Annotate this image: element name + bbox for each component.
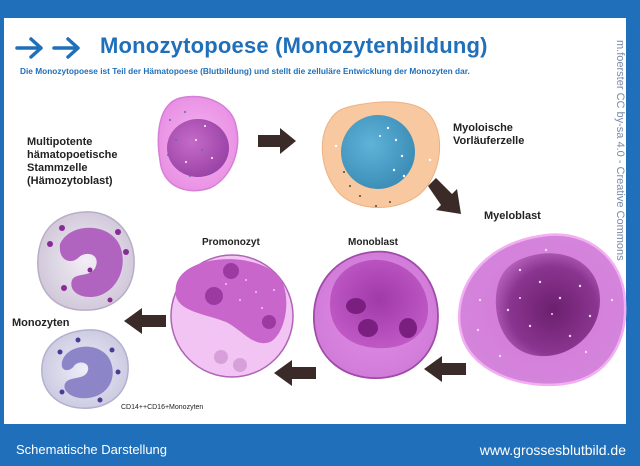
cell-monocyte-cd14-cd16	[41, 329, 129, 409]
label-line: hämatopoetische	[27, 149, 118, 161]
footer-website: www.grossesblutbild.de	[479, 442, 626, 458]
arrow-left-icon	[124, 308, 166, 334]
label-line: Myoloische	[453, 122, 513, 134]
arrow-right-icon	[52, 37, 80, 59]
label-line: Vorläuferzelle	[453, 135, 525, 147]
header-arrows	[15, 37, 80, 59]
label-monoblast: Monoblast	[348, 236, 398, 249]
arrow-right-icon	[15, 37, 43, 59]
label-line: (Hämozytoblast)	[27, 175, 113, 187]
footer-caption: Schematische Darstellung	[16, 442, 168, 457]
label-myeloid-progenitor: Myoloische Vorläuferzelle	[453, 122, 524, 148]
page-subtitle: Die Monozytopoese ist Teil der Hämatopoe…	[20, 66, 470, 76]
arrow-left-icon	[424, 356, 466, 382]
cell-myeloid-progenitor	[321, 101, 441, 208]
label-line: Monoblast	[348, 237, 398, 248]
label-line: Multipotente	[27, 136, 93, 148]
label-line: Stammzelle	[27, 162, 88, 174]
page-title: Monozytopoese (Monozytenbildung)	[100, 33, 488, 58]
label-line: Monozyten	[12, 317, 70, 329]
cell-hematopoietic-stem-cell	[157, 95, 239, 192]
label-line: Promonozyt	[202, 237, 260, 248]
arrow-right-icon	[258, 128, 296, 154]
label-line: Myeloblast	[484, 210, 541, 222]
arrow-down-right-icon	[428, 178, 461, 214]
cell-monoblast	[313, 250, 439, 379]
cell-myeloblast	[457, 233, 627, 387]
arrow-left-icon	[274, 360, 316, 386]
label-promonocyte: Promonozyt	[202, 236, 260, 249]
label-monocytes: Monozyten	[12, 317, 69, 330]
label-myeloblast: Myeloblast	[484, 210, 541, 223]
label-hsc: Multipotente hämatopoetische Stammzelle …	[27, 136, 117, 188]
license-credit: m.foerster CC by-sa 4.0 - Creative Commo…	[614, 40, 626, 261]
cell-promonocyte	[170, 254, 294, 378]
cell-monocyte-classical	[37, 211, 135, 311]
label-cd14-cd16-monocytes: CD14++CD16+Monozyten	[121, 404, 204, 411]
